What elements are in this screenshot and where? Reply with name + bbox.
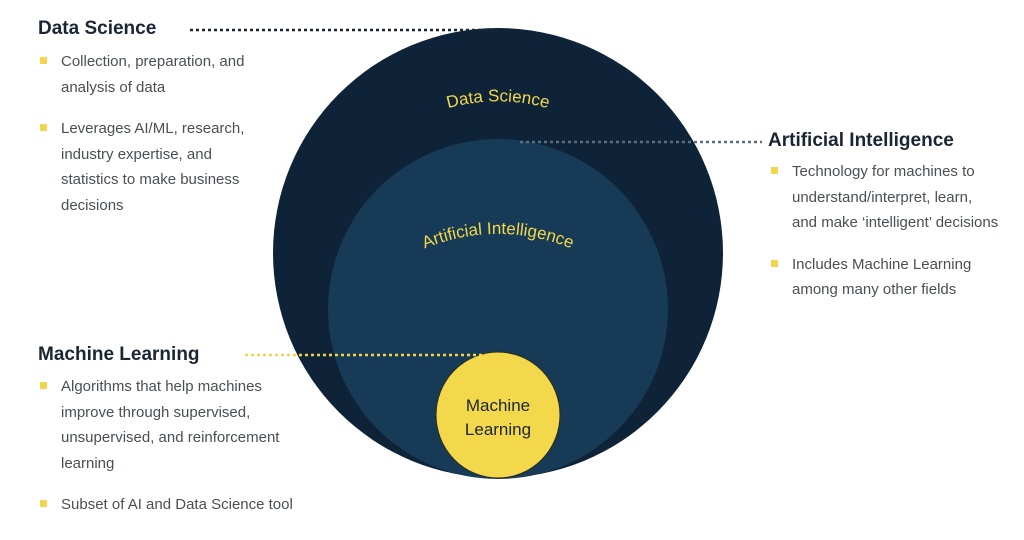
list-item: Subset of AI and Data Science tool <box>38 492 308 518</box>
list-item: Includes Machine Learning among many oth… <box>769 252 999 303</box>
list-item: Collection, preparation, and analysis of… <box>38 49 273 100</box>
bullet-text: Collection, preparation, and analysis of… <box>61 53 245 96</box>
bullet-text: Leverages AI/ML, research, industry expe… <box>61 120 245 214</box>
bullet-text: Algorithms that help machines improve th… <box>61 378 280 472</box>
ml-circle-label-line1: Machine <box>466 396 530 415</box>
bullet-icon <box>771 167 778 174</box>
bullet-icon <box>40 57 47 64</box>
ai-circle <box>328 139 668 479</box>
list-item: Algorithms that help machines improve th… <box>38 374 308 476</box>
ml-circle-label-line2: Learning <box>465 420 531 439</box>
ml-circle <box>435 351 561 479</box>
ai-bullets: Technology for machines to understand/in… <box>769 159 999 319</box>
list-item: Technology for machines to understand/in… <box>769 159 999 236</box>
data-science-heading: Data Science <box>38 18 157 39</box>
bullet-text: Technology for machines to understand/in… <box>792 163 999 231</box>
bullet-icon <box>40 500 47 507</box>
ai-heading: Artificial Intelligence <box>768 130 954 151</box>
bullet-icon <box>40 382 47 389</box>
list-item: Leverages AI/ML, research, industry expe… <box>38 116 273 218</box>
bullet-icon <box>771 259 778 267</box>
bullet-text: Subset of AI and Data Science tool <box>61 496 293 513</box>
ml-bullets: Algorithms that help machines improve th… <box>38 374 308 534</box>
data-science-bullets: Collection, preparation, and analysis of… <box>38 49 273 234</box>
bullet-text: Includes Machine Learning among many oth… <box>792 255 972 299</box>
ml-heading: Machine Learning <box>38 344 200 365</box>
bullet-icon <box>40 124 47 131</box>
